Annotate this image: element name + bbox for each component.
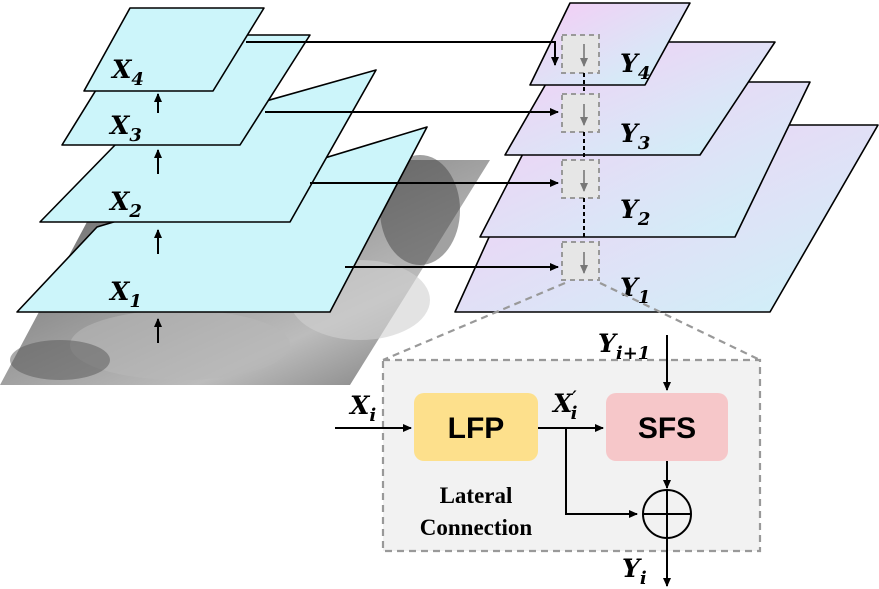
lfp-box <box>414 393 538 461</box>
encoder-plane-x4 <box>83 7 265 92</box>
lateral-box-y4 <box>561 34 600 74</box>
label-x2: X2 <box>108 187 142 222</box>
sfs-box <box>606 393 728 461</box>
decoder-pyramid: Y1 Y2 Y3 Y4 <box>454 2 879 313</box>
label-x3: X3 <box>108 111 142 146</box>
label-yi: Yi <box>622 554 647 589</box>
encoder-pyramid: X1 X2 X3 X4 <box>16 7 428 343</box>
label-y3: Y3 <box>620 119 650 154</box>
lateral-connections <box>246 41 559 271</box>
label-xi-prime: X′i <box>551 387 578 424</box>
lateral-box-y2 <box>561 159 600 199</box>
lfp-label: LFP <box>448 412 505 445</box>
label-y2: Y2 <box>620 195 650 230</box>
skip-arrow-icon <box>565 428 638 518</box>
label-y4: Y4 <box>620 49 650 84</box>
add-circle-icon <box>642 489 692 539</box>
label-x1: X1 <box>108 277 142 312</box>
lateral-box-y3 <box>561 93 600 133</box>
encoder-plane-x2 <box>39 69 377 223</box>
caption-line-1: Lateral <box>440 483 513 508</box>
lateral-box-y1 <box>561 241 600 281</box>
label-y-i-plus-1: Yi+1 <box>598 329 650 364</box>
label-x4: X4 <box>110 55 144 90</box>
detail-panel: LFP SFS Xi X′i Yi+1 Yi Lateral Connectio… <box>335 329 762 589</box>
sfs-label: SFS <box>638 412 696 445</box>
caption-line-2: Connection <box>420 515 533 540</box>
label-xi: Xi <box>348 391 376 426</box>
